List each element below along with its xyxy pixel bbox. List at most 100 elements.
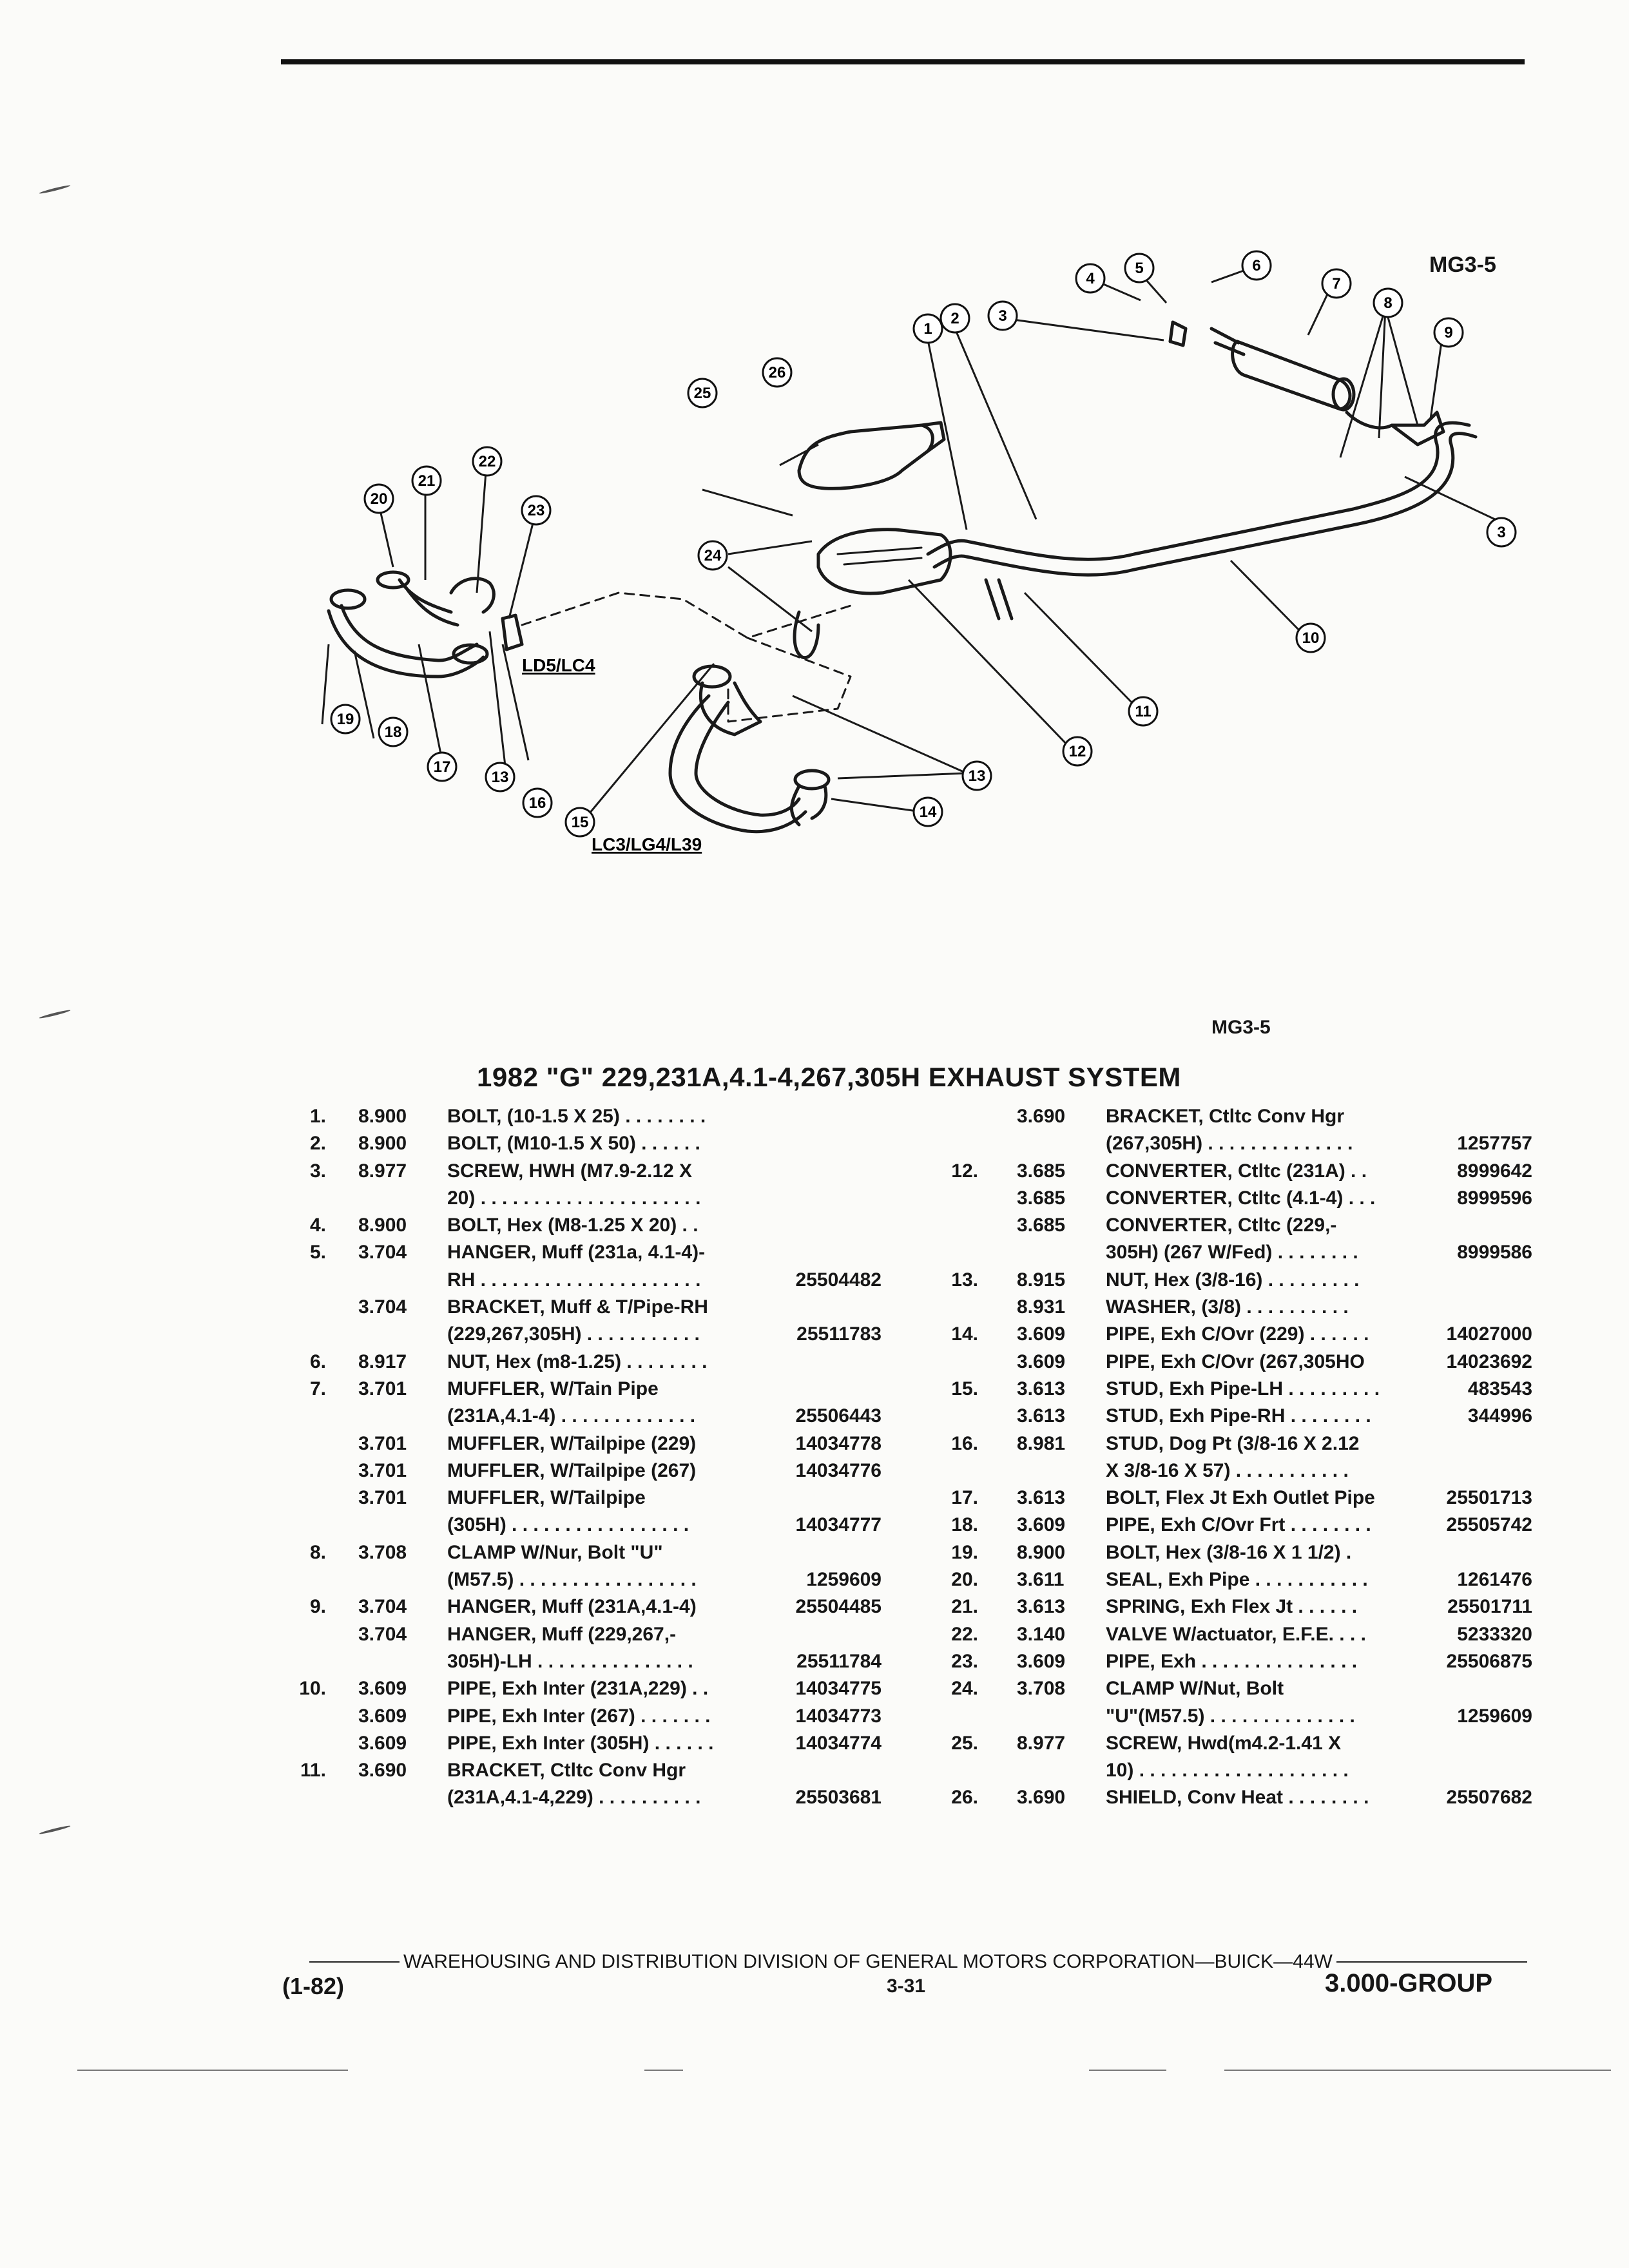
group-number: 3.708 bbox=[1017, 1678, 1066, 1700]
svg-text:6: 6 bbox=[1252, 257, 1260, 274]
part-description: PIPE, Exh Inter (267) . . . . . . . bbox=[447, 1705, 711, 1727]
item-number: 20. bbox=[951, 1569, 978, 1591]
part-description: 305H)-LH . . . . . . . . . . . . . . . bbox=[447, 1650, 693, 1672]
item-number: 15. bbox=[951, 1378, 978, 1399]
callout-9: 9 bbox=[1433, 317, 1464, 348]
variant-label-lc3-lg4-l39: LC3/LG4/L39 bbox=[592, 834, 702, 854]
part-description: MUFFLER, W/Tain Pipe bbox=[447, 1378, 659, 1399]
part-number: 14027000 bbox=[1446, 1323, 1532, 1345]
group-number: 3.690 bbox=[1017, 1787, 1066, 1809]
part-description: PIPE, Exh Inter (231A,229) . . bbox=[447, 1678, 709, 1700]
svg-text:22: 22 bbox=[479, 453, 496, 470]
footer-line: WAREHOUSING AND DISTRIBUTION DIVISION OF… bbox=[309, 1951, 1527, 1973]
part-description: 10) . . . . . . . . . . . . . . . . . . … bbox=[1106, 1760, 1349, 1782]
part-description: MUFFLER, W/Tailpipe bbox=[447, 1487, 646, 1509]
part-description: PIPE, Exh Inter (305H) . . . . . . bbox=[447, 1732, 714, 1754]
part-number: 14034774 bbox=[795, 1732, 882, 1754]
group-number: 3.708 bbox=[358, 1541, 407, 1563]
callout-1: 1 bbox=[912, 313, 943, 344]
svg-text:25: 25 bbox=[694, 385, 711, 402]
part-number: 25505742 bbox=[1446, 1514, 1532, 1536]
svg-text:12: 12 bbox=[1069, 743, 1086, 760]
group-number: 3.704 bbox=[358, 1296, 407, 1318]
group-number: 8.900 bbox=[358, 1133, 407, 1155]
part-number: 483543 bbox=[1467, 1378, 1532, 1399]
footer-rule-right bbox=[1336, 1961, 1527, 1963]
group-number: 3.609 bbox=[358, 1678, 407, 1700]
part-number: 25511784 bbox=[796, 1650, 882, 1672]
svg-text:3: 3 bbox=[998, 307, 1007, 325]
group-number: 8.977 bbox=[358, 1160, 407, 1182]
margin-mark bbox=[39, 184, 71, 195]
parts-row: "U"(M57.5) . . . . . . . . . . . . . .12… bbox=[941, 1703, 1547, 1730]
svg-text:4: 4 bbox=[1086, 270, 1095, 287]
callout-21: 21 bbox=[411, 465, 442, 496]
item-number: 17. bbox=[951, 1487, 978, 1509]
margin-mark bbox=[39, 1009, 71, 1019]
item-number: 14. bbox=[951, 1323, 978, 1345]
callout-14: 14 bbox=[912, 796, 943, 827]
callout-20: 20 bbox=[363, 483, 394, 514]
scan-artifact-line bbox=[644, 2070, 683, 2071]
item-number: 26. bbox=[951, 1787, 978, 1809]
callout-13: 13 bbox=[961, 760, 992, 791]
callout-26: 26 bbox=[762, 357, 793, 388]
callout-7: 7 bbox=[1321, 268, 1352, 299]
svg-text:1: 1 bbox=[923, 320, 932, 338]
parts-row: 305H) (267 W/Fed) . . . . . . . . 8999586 bbox=[941, 1239, 1547, 1266]
part-number: 25504482 bbox=[795, 1269, 882, 1291]
svg-text:9: 9 bbox=[1444, 324, 1452, 341]
group-number: 3.701 bbox=[358, 1432, 407, 1454]
item-number: 23. bbox=[951, 1650, 978, 1672]
callout-8: 8 bbox=[1373, 287, 1403, 318]
part-description: (267,305H) . . . . . . . . . . . . . . bbox=[1106, 1133, 1353, 1155]
footer-rule-left bbox=[309, 1961, 400, 1963]
callout-3: 3 bbox=[987, 300, 1018, 331]
part-description: CONVERTER, Ctltc (231A) . . bbox=[1106, 1160, 1367, 1182]
part-number: 8999586 bbox=[1457, 1242, 1532, 1264]
part-description: RH . . . . . . . . . . . . . . . . . . .… bbox=[447, 1269, 701, 1291]
part-number: 14023692 bbox=[1446, 1350, 1532, 1372]
page-title: 1982 "G" 229,231A,4.1-4,267,305H EXHAUST… bbox=[477, 1062, 1181, 1092]
part-number: 25504485 bbox=[795, 1596, 882, 1618]
part-description: CLAMP W/Nut, Bolt bbox=[1106, 1678, 1284, 1700]
part-description: HANGER, Muff (229,267,- bbox=[447, 1623, 677, 1645]
part-description: (229,267,305H) . . . . . . . . . . . bbox=[447, 1323, 700, 1345]
callout-23: 23 bbox=[521, 495, 552, 526]
parts-row: (231A,4.1-4,229) . . . . . . . . . .2550… bbox=[289, 1784, 894, 1811]
part-number: 1259609 bbox=[806, 1569, 882, 1591]
diagram-code: MG3-5 bbox=[1429, 253, 1496, 277]
part-number: 14034778 bbox=[795, 1432, 882, 1454]
part-number: 14034776 bbox=[795, 1459, 882, 1481]
svg-text:7: 7 bbox=[1332, 275, 1340, 293]
part-number: 25503681 bbox=[795, 1787, 882, 1809]
footer-date: (1-82) bbox=[282, 1973, 345, 1999]
svg-text:8: 8 bbox=[1383, 294, 1392, 312]
part-description: BOLT, Flex Jt Exh Outlet Pipe bbox=[1106, 1487, 1375, 1509]
group-number: 3.685 bbox=[1017, 1187, 1066, 1209]
callout-6: 6 bbox=[1241, 250, 1272, 281]
part-description: 305H) (267 W/Fed) . . . . . . . . bbox=[1106, 1242, 1358, 1264]
part-number: 25511783 bbox=[796, 1323, 882, 1345]
group-number: 3.609 bbox=[1017, 1514, 1066, 1536]
group-number: 3.701 bbox=[358, 1378, 407, 1399]
group-number: 3.609 bbox=[1017, 1323, 1066, 1345]
group-number: 8.900 bbox=[1017, 1541, 1066, 1563]
callout-15: 15 bbox=[564, 807, 595, 838]
part-number: 25507682 bbox=[1446, 1787, 1532, 1809]
svg-text:11: 11 bbox=[1135, 703, 1151, 720]
group-number: 3.685 bbox=[1017, 1160, 1066, 1182]
